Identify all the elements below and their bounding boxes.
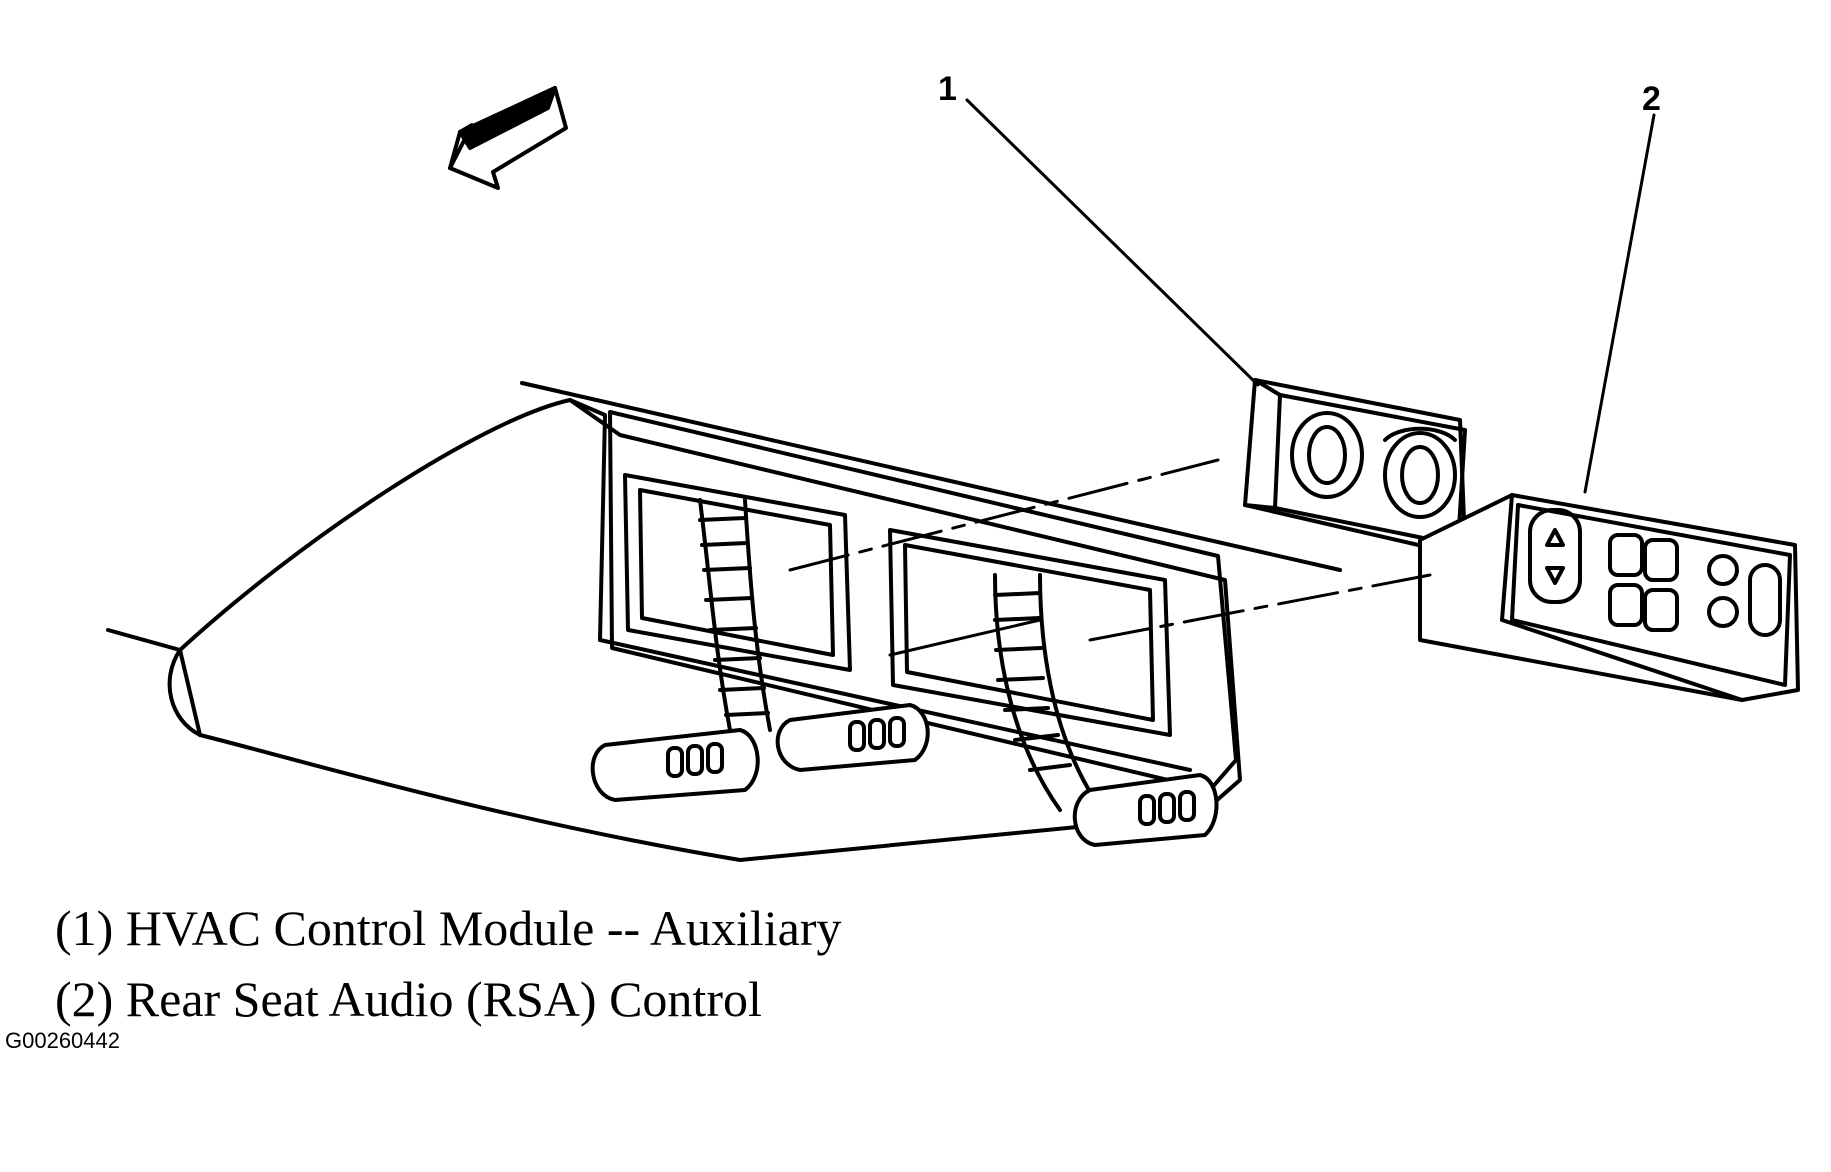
figure-id: G00260442 — [5, 1028, 120, 1053]
hvac-control-module — [1243, 378, 1467, 552]
wire-harness-left — [698, 498, 772, 732]
callout-1: 1 — [938, 70, 957, 108]
legend-item-1: (1) HVAC Control Module -- Auxiliary — [55, 900, 842, 956]
legend-item-2: (2) Rear Seat Audio (RSA) Control — [55, 971, 762, 1027]
rsa-control-module — [1418, 493, 1800, 702]
connector-icon — [590, 703, 1219, 847]
roof-lines — [106, 381, 1342, 652]
front-direction-arrow-icon — [448, 86, 568, 190]
overhead-console — [167, 398, 1242, 862]
wire-harness-right — [993, 573, 1097, 812]
rsa-button-icon — [1528, 508, 1782, 637]
hvac-knob-icon — [1290, 411, 1457, 519]
leader-lines — [788, 98, 1656, 657]
callout-2: 2 — [1642, 80, 1661, 118]
